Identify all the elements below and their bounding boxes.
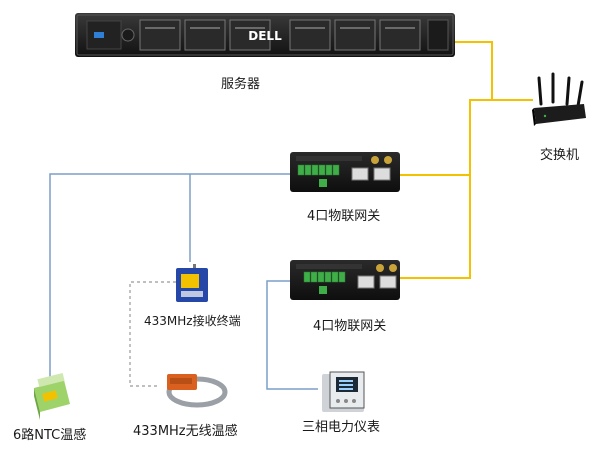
switch-icon bbox=[532, 72, 586, 126]
gateway-top-icon bbox=[290, 152, 400, 192]
ethernet-links bbox=[400, 41, 533, 279]
gateway-bottom-label: 4口物联网关 bbox=[313, 319, 387, 334]
receiver-icon bbox=[176, 264, 208, 302]
gateway-top-rs485-link bbox=[49, 173, 290, 380]
switch-label: 交换机 bbox=[540, 148, 580, 163]
switch-to-gateways-link bbox=[400, 99, 533, 279]
gateway-top-label: 4口物联网关 bbox=[307, 209, 381, 224]
gateway-bottom-icon bbox=[290, 260, 400, 300]
wireless-link bbox=[129, 281, 176, 387]
server-brand-text: DELL bbox=[248, 29, 282, 43]
rs485-links bbox=[49, 173, 318, 390]
meter-label: 三相电力仪表 bbox=[302, 420, 381, 435]
receiver-label: 433MHz接收终端 bbox=[144, 314, 241, 328]
server-to-switch-link bbox=[454, 41, 533, 101]
gateway-bottom-rs485-link bbox=[266, 280, 318, 390]
server-icon: DELL bbox=[75, 13, 455, 57]
ntc-module-icon bbox=[34, 372, 70, 420]
ntc-label: 6路NTC温感 bbox=[13, 428, 87, 443]
power-meter-icon bbox=[322, 371, 365, 412]
wireless-sensor-label: 433MHz无线温感 bbox=[133, 424, 238, 439]
server-label: 服务器 bbox=[221, 77, 261, 92]
wireless-sensor-icon bbox=[166, 374, 228, 408]
